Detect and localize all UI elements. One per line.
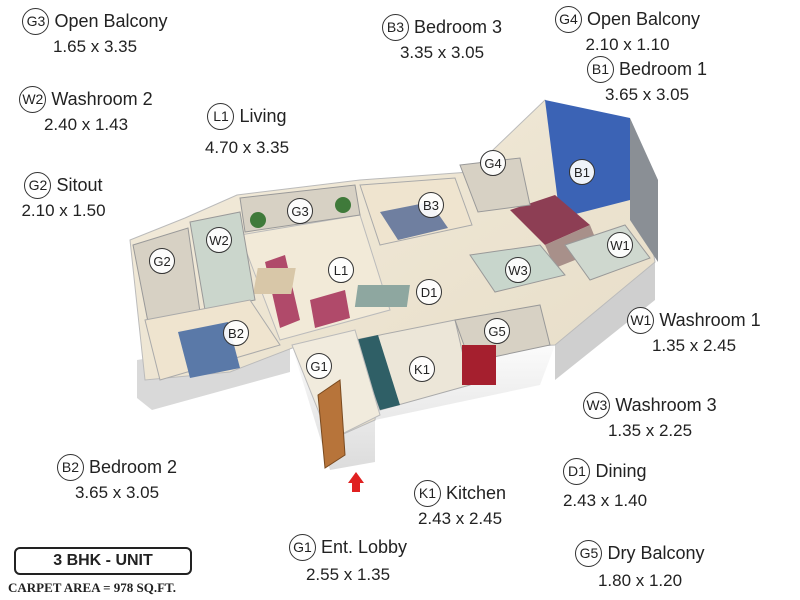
kitchen-counter xyxy=(355,335,400,410)
room-dims: 3.65 x 3.05 xyxy=(74,483,160,502)
bedroom1-window xyxy=(630,118,658,262)
room-dims: 3.35 x 3.05 xyxy=(399,43,485,62)
legend-code: G4 xyxy=(554,6,582,33)
unit-title: 3 BHK - UNIT xyxy=(14,547,192,575)
marker-b2: B2 xyxy=(223,320,249,346)
room-dims: 1.80 x 1.20 xyxy=(597,571,683,590)
room-name: Dry Balcony xyxy=(607,542,705,563)
legend-code: D1 xyxy=(563,458,591,485)
room-name: Open Balcony xyxy=(586,8,701,29)
room-dims: 2.43 x 2.45 xyxy=(417,509,503,528)
marker-g5: G5 xyxy=(484,318,510,344)
entry-arrow-icon xyxy=(348,472,364,492)
legend-code: G3 xyxy=(22,8,50,35)
legend-code: G2 xyxy=(24,172,52,199)
room-name: Bedroom 1 xyxy=(618,58,708,79)
marker-l1: L1 xyxy=(328,257,354,283)
entrance-door xyxy=(317,379,346,469)
room-dims: 3.65 x 3.05 xyxy=(604,85,690,104)
room-name: Bedroom 2 xyxy=(88,456,178,477)
plant xyxy=(335,197,351,213)
legend-code: W3 xyxy=(583,392,611,419)
legend-code: W1 xyxy=(627,307,655,334)
room-dims: 1.35 x 2.45 xyxy=(651,336,737,355)
room-name: Sitout xyxy=(56,174,103,195)
bedroom1-bed xyxy=(510,195,590,245)
marker-g2: G2 xyxy=(149,248,175,274)
room-name: Living xyxy=(239,105,287,126)
legend-code: L1 xyxy=(207,103,235,130)
room-dims: 2.40 x 1.43 xyxy=(43,115,129,134)
outer-wall-right xyxy=(555,262,655,380)
marker-w2: W2 xyxy=(206,227,232,253)
marker-k1: K1 xyxy=(409,356,435,382)
living-rug xyxy=(253,268,296,294)
room-dims: 1.65 x 3.35 xyxy=(52,37,138,56)
plant xyxy=(250,212,266,228)
legend-code: G1 xyxy=(288,534,316,561)
marker-g1: G1 xyxy=(306,353,332,379)
room-dims: 4.70 x 3.35 xyxy=(204,138,290,157)
marker-g3: G3 xyxy=(287,198,313,224)
room-dims: 2.55 x 1.35 xyxy=(305,565,391,584)
legend-code: W2 xyxy=(19,86,47,113)
room-name: Dining xyxy=(595,460,647,481)
dining-table xyxy=(354,285,410,307)
legend-code: K1 xyxy=(413,480,441,507)
marker-w3: W3 xyxy=(505,257,531,283)
room-name: Ent. Lobby xyxy=(320,536,408,557)
marker-w1: W1 xyxy=(607,232,633,258)
room-name: Bedroom 3 xyxy=(413,16,503,37)
legend-code: B3 xyxy=(381,14,409,41)
carpet-area: CARPET AREA = 978 SQ.FT. xyxy=(8,580,177,595)
marker-b3: B3 xyxy=(418,192,444,218)
room-dims: 1.35 x 2.25 xyxy=(607,421,693,440)
room-name: Open Balcony xyxy=(54,10,168,31)
fridge xyxy=(462,345,496,385)
living-sofa-2 xyxy=(310,290,350,328)
legend-code: G5 xyxy=(575,540,603,567)
room-name: Washroom 2 xyxy=(51,88,153,109)
room-dims: 2.10 x 1.10 xyxy=(585,35,670,54)
room-name: Washroom 3 xyxy=(615,394,717,415)
marker-b1: B1 xyxy=(569,159,595,185)
room-name: Kitchen xyxy=(445,482,507,503)
bedroom1-accent-wall xyxy=(545,100,630,218)
room-dims: 2.10 x 1.50 xyxy=(21,201,106,220)
marker-g4: G4 xyxy=(480,150,506,176)
legend-code: B1 xyxy=(586,56,614,83)
legend-code: B2 xyxy=(56,454,84,481)
marker-d1: D1 xyxy=(416,279,442,305)
room-name: Washroom 1 xyxy=(659,309,761,330)
room-dims: 2.43 x 1.40 xyxy=(562,491,648,510)
